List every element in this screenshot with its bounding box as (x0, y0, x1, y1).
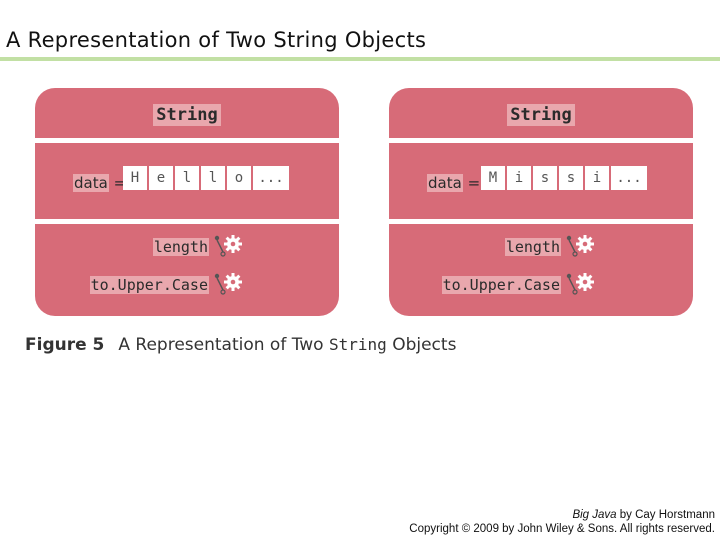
figure-caption: Figure 5 A Representation of Two String O… (25, 335, 456, 355)
copyright-notice: Big Java by Cay Horstmann Copyright © 20… (409, 508, 715, 536)
gear-method-icon (214, 273, 242, 295)
author-line: by Cay Horstmann (616, 509, 715, 521)
field-label: data = (427, 174, 481, 192)
char-array: M i s s i ... (481, 166, 647, 190)
method-length: length (152, 238, 209, 256)
method-touppercase: to.Upper.Case (89, 276, 209, 294)
gear-method-icon (566, 235, 594, 257)
char-cell: i (507, 166, 531, 190)
char-cell-ellipsis: ... (611, 166, 647, 190)
caption-code: String (329, 335, 387, 354)
fields-section: data = M i s s i ... (389, 143, 693, 219)
string-object-hello: String data = H e l l o ... length to.Up… (35, 88, 339, 316)
char-cell: s (533, 166, 557, 190)
char-cell: i (585, 166, 609, 190)
method-touppercase: to.Upper.Case (441, 276, 561, 294)
char-cell: H (123, 166, 147, 190)
caption-text: A Representation of Two (118, 335, 329, 355)
char-cell: s (559, 166, 583, 190)
class-name-label: String (389, 104, 693, 126)
field-label: data = (73, 174, 127, 192)
methods-section: length to.Upper.Case (389, 224, 693, 316)
class-name-section: String (389, 88, 693, 138)
class-name-label: String (35, 104, 339, 126)
char-cell: M (481, 166, 505, 190)
char-cell: l (201, 166, 225, 190)
copyright-line: Copyright © 2009 by John Wiley & Sons. A… (409, 523, 715, 535)
class-name-section: String (35, 88, 339, 138)
char-array: H e l l o ... (123, 166, 289, 190)
char-cell: o (227, 166, 251, 190)
caption-text-end: Objects (386, 335, 457, 355)
char-cell: e (149, 166, 173, 190)
methods-section: length to.Upper.Case (35, 224, 339, 316)
gear-method-icon (214, 235, 242, 257)
char-cell: l (175, 166, 199, 190)
string-object-missi: String data = M i s s i ... length to.Up… (389, 88, 693, 316)
slide-title: A Representation of Two String Objects (6, 28, 427, 52)
method-length: length (504, 238, 561, 256)
figure-label: Figure 5 (25, 335, 105, 355)
fields-section: data = H e l l o ... (35, 143, 339, 219)
book-title: Big Java (572, 509, 617, 521)
gear-method-icon (566, 273, 594, 295)
char-cell-ellipsis: ... (253, 166, 289, 190)
title-divider (0, 57, 720, 61)
